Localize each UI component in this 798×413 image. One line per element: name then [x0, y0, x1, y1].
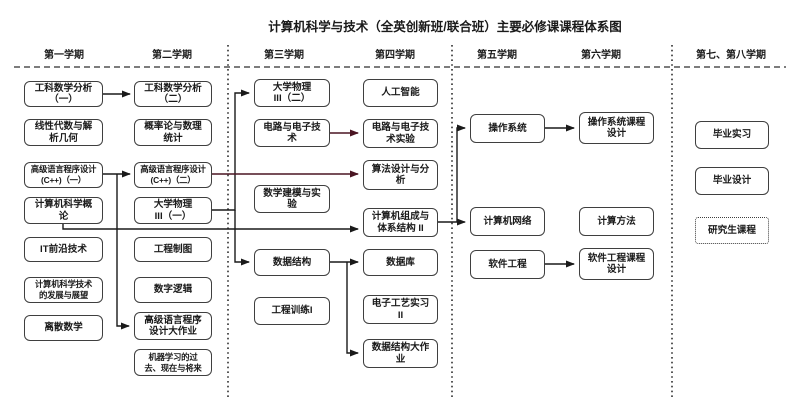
course-physics-1: 大学物理 III（一） — [134, 197, 212, 224]
course-data-structures: 数据结构 — [254, 249, 330, 276]
edge-cpp1-to-cpp-project — [116, 174, 130, 330]
course-engineering-drawing: 工程制图 — [134, 237, 212, 262]
semester-header-1: 第一学期 — [44, 50, 84, 61]
course-math-modeling: 数学建模与实 验 — [254, 185, 330, 213]
course-cs-development: 计算机科学技术 的发展与展望 — [24, 277, 103, 303]
course-probability: 概率论与数理 统计 — [134, 119, 212, 146]
course-circuits: 电路与电子技 术 — [254, 119, 330, 147]
course-operating-systems: 操作系统 — [470, 114, 545, 143]
course-discrete-math: 离散数学 — [24, 315, 103, 341]
semester-header-4: 第四学期 — [375, 50, 415, 61]
course-linear-algebra: 线性代数与解 析几何 — [24, 119, 103, 146]
course-circuits-lab: 电路与电子技 术实验 — [363, 119, 438, 148]
course-it-frontier: IT前沿技术 — [24, 237, 103, 262]
course-ai: 人工智能 — [363, 79, 438, 107]
course-software-engineering: 软件工程 — [470, 250, 545, 279]
semester-header-6: 第六学期 — [581, 50, 621, 61]
course-electronics-practice: 电子工艺实习 II — [363, 295, 438, 324]
semester-header-3: 第三学期 — [264, 50, 304, 61]
course-graduation-internship: 毕业实习 — [695, 121, 769, 149]
course-ds-project: 数据结构大作 业 — [363, 339, 438, 368]
course-os-course-design: 操作系统课程 设计 — [579, 112, 654, 144]
page-title: 计算机科学与技术（全英创新班/联合班）主要必修课课程体系图 — [268, 20, 622, 34]
course-graduation-project: 毕业设计 — [695, 167, 769, 195]
edge-csintro-to-architecture — [62, 224, 359, 233]
edge-datastructures-to-dsproject — [346, 262, 359, 357]
course-computer-architecture: 计算机组成与 体系结构 II — [363, 208, 438, 237]
course-cpp-2: 高级语言程序设计 (C++)（二） — [134, 162, 212, 188]
edge-architecture-to-os — [438, 124, 466, 223]
course-database: 数据库 — [363, 249, 438, 276]
edge-physics1-to-physics2 — [212, 89, 250, 211]
semester-header-5: 第五学期 — [477, 50, 517, 61]
course-engineering-math-2: 工科数学分析 （二） — [134, 81, 212, 107]
course-se-course-design: 软件工程课程 设计 — [579, 248, 654, 280]
course-engineering-training: 工程训练I — [254, 297, 330, 325]
course-cpp-1: 高级语言程序设计 (C++)（一） — [24, 162, 103, 188]
course-cs-intro: 计算机科学概 论 — [24, 197, 103, 224]
edge-physics1-to-datastructures — [234, 210, 250, 266]
course-graduate-courses: 研究生课程 — [695, 217, 769, 244]
course-computer-networks: 计算机网络 — [470, 207, 545, 236]
course-cpp-project: 高级语言程序 设计大作业 — [134, 312, 212, 340]
course-physics-2: 大学物理 III（二） — [254, 79, 330, 107]
course-numerical-methods: 计算方法 — [579, 207, 654, 236]
semester-header-7: 第七、第八学期 — [696, 50, 766, 61]
semester-header-2: 第二学期 — [152, 50, 192, 61]
course-algorithms: 算法设计与分 析 — [363, 160, 438, 190]
course-engineering-math-1: 工科数学分析 （一） — [24, 81, 103, 107]
course-digital-logic: 数字逻辑 — [134, 277, 212, 303]
course-machine-learning: 机器学习的过 去、现在与将来 — [134, 349, 212, 376]
